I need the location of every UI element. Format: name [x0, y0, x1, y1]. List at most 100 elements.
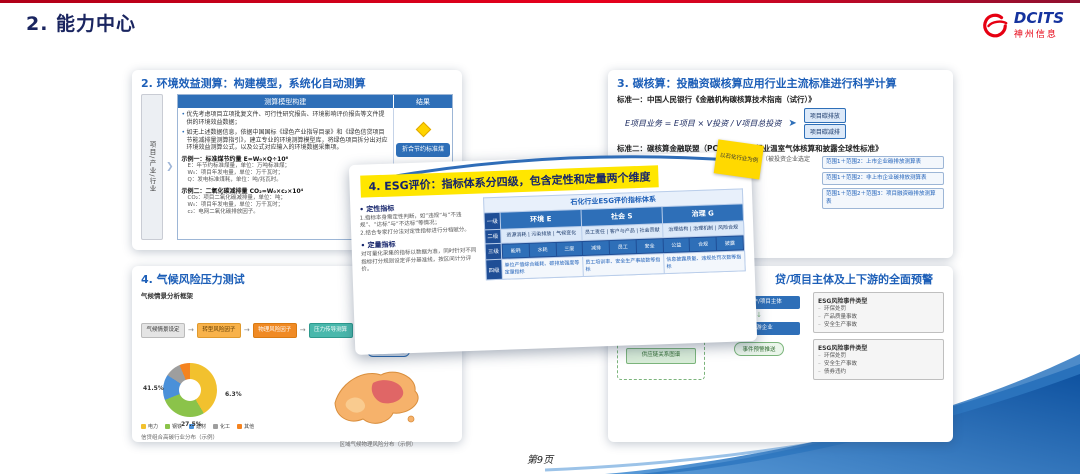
esg-header-social: 社会 S [581, 207, 663, 226]
legend-dot [213, 424, 219, 430]
env-example-line: E：年节约标准煤量，单位：万吨标准煤； [187, 163, 291, 170]
level3-cell: 公益 [663, 237, 690, 252]
logo-sub: 神州信息 [1013, 30, 1058, 40]
carbon-std1-label: 标准一：中国人民银行《金融机构碳核算技术指南（试行）》 [617, 95, 816, 105]
legend-label: 钢铁 [172, 424, 183, 431]
level-label: 四级 [486, 259, 502, 280]
supply-chain-box: 供应链关系图谱 [626, 348, 696, 364]
env-table-header-main: 测算模型构建 [177, 95, 393, 109]
level3-cell: 合规 [690, 237, 717, 251]
env-table-header-result: 结果 [393, 95, 452, 109]
level3-cell: 披露 [716, 236, 744, 251]
esg-event-panel: ESG风险事件类型 环保处罚 产品质量事故 安全生产事故 [813, 292, 944, 334]
carbon-std1-box: 项目碳排放 [803, 108, 846, 124]
esg-table-grid: 一级 环境 E 社会 S 治理 G 二级 资源消耗 | 污染排放 | 气候变化 … [483, 203, 746, 281]
level3-cell: 减排 [582, 240, 610, 255]
diamond-icon [415, 121, 431, 138]
level4-cell: 单位产值综合能耗、碳排放强度等定量指标 [502, 256, 583, 280]
card-esg-risk-warning: 贷/项目主体及上下游的全面预警 舆情/监管数据采集 ↓ 事件分类模型 供应链关系… [608, 266, 953, 442]
esg-dimension-notes: • 定性指标 1.指标本身需定性判断，如“违规”与“不违规”、“达标”与“不达标… [359, 198, 478, 285]
arrow-down-icon: ↓ [756, 311, 762, 320]
esg-indicator-table: 石化行业ESG评价指标体系 一级 环境 E 社会 S 治理 G 二级 资源消耗 … [483, 188, 746, 281]
pie-percent-label: 41.5% [143, 385, 164, 393]
env-example-line: Q：发电标准煤耗，单位：吨/兆瓦时。 [187, 176, 282, 183]
climate-card-title: 4. 气候风险压力测试 [141, 273, 245, 286]
industry-pie-chart [163, 363, 217, 418]
legend-dot [237, 424, 243, 430]
env-scope-label: 项目/产业/行业 [148, 141, 156, 193]
legend-item: 钢铁 [165, 423, 182, 430]
env-scope-label-box: 项目/产业/行业 [141, 94, 163, 241]
flow-box-transmission: 压力传导测算 [308, 322, 353, 338]
env-example-line: CO₂：项目二氧化碳减排量，单位：吨； [187, 194, 286, 201]
level3-cell: 能耗 [502, 243, 529, 258]
panel-item: 环保处罚 [818, 353, 939, 361]
legend-item: 化工 [213, 423, 230, 430]
legend-dot [141, 424, 146, 430]
level4-cell: 信息披露质量、违规处罚次数等指标 [664, 251, 745, 274]
carbon-std1-result-boxes: 项目碳排放 项目碳减排 [803, 107, 846, 140]
carbon-range-box: 范围1＋范围2：上市企业碳排放测算表 [822, 156, 944, 170]
esg-header-env: 环境 E [500, 210, 582, 229]
esg-header-gov: 治理 G [662, 204, 743, 224]
panel-item: 环保处罚 [818, 306, 939, 314]
level3-cell: 安全 [636, 238, 663, 253]
level-label: 二级 [485, 229, 501, 244]
warning-event-panels: ESG风险事件类型 环保处罚 产品质量事故 安全生产事故 ESG风险事件类型 环… [813, 290, 944, 381]
panel-item: 债券违约 [818, 369, 939, 377]
level-label: 三级 [485, 243, 502, 260]
legend-item: 建材 [189, 423, 206, 430]
carbon-standard-1: 标准一：中国人民银行《金融机构碳核算技术指南（试行）》 E项目业务 = E项目 … [617, 94, 944, 140]
carbon-std2-tables: 范围1＋范围2：上市企业碳排放测算表 范围1＋范围2：非上市企业碳排放测算表 范… [822, 156, 944, 209]
example-ribbon: 以石化行业为例 [713, 139, 764, 180]
env-result-box: 折合节约标准煤 [396, 143, 450, 157]
carbon-card-title: 3. 碳核算：投融资碳核算应用行业主流标准进行科学计算 [617, 77, 897, 90]
level4-cell: 员工培训率、安全生产事故数等指标 [583, 253, 664, 277]
env-bullet: 优先考虑项目立项批复文件、可行性研究报告、环境影响评价报告等文件提供的环境效益数… [182, 111, 389, 127]
env-example-line: c₂：电网二氧化碳排放因子。 [187, 208, 259, 215]
logo-brand: DCITS [1013, 9, 1064, 27]
esg-event-panel: ESG风险事件类型 环保处罚 安全生产事故 债券违约 [813, 339, 944, 381]
panel-item: 产品质量事故 [818, 314, 939, 322]
quantitative-line: 对可量化采集的指标以数据为准，同时针对不同指标打分规则设定评分基准线，按区间计分… [360, 247, 477, 273]
carbon-std1-row: E项目业务 = E项目 × V投资 / V项目总投资 ➤ 项目碳排放 项目碳减排 [625, 107, 944, 140]
env-table-main-cell: 优先考虑项目立项批复文件、可行性研究报告、环境影响评价报告等文件提供的环境效益数… [178, 108, 393, 239]
env-example-title: 示例一：标准煤节约量 E=W₀×Q÷10⁶ [181, 156, 289, 164]
arrow-right-icon: → [188, 326, 194, 335]
env-table-row: 优先考虑项目立项批复文件、可行性研究报告、环境影响评价报告等文件提供的环境效益数… [178, 108, 452, 240]
legend-label: 其他 [244, 424, 255, 431]
env-table-header: 测算模型构建 结果 [177, 95, 452, 109]
pie-percent-label: 6.3% [225, 391, 242, 399]
dcits-logo: DCITS 神州信息 [981, 11, 1064, 40]
top-accent-line [0, 0, 1080, 3]
arrow-right-icon: → [243, 326, 250, 335]
env-example-line: W₀：项目年发电量，单位：万千瓦时； [187, 170, 284, 177]
warning-card-body: 舆情/监管数据采集 ↓ 事件分类模型 供应链关系图谱 授信客户/项目主体 ↓ 上… [617, 290, 944, 381]
carbon-range-box: 范围1＋范围2＋范围3：项目融资碳排放测算表 [822, 188, 944, 209]
panel-title: ESG风险事件类型 [818, 345, 868, 353]
carbon-std1-formula: E项目业务 = E项目 × V投资 / V项目总投资 [625, 119, 782, 129]
panel-item: 安全生产事故 [818, 361, 939, 369]
logo-text: DCITS 神州信息 [1013, 9, 1064, 41]
flow-box-physical-risk: 物理风险因子 [252, 322, 297, 338]
carbon-range-box: 范围1＋范围2：非上市企业碳排放测算表 [822, 172, 944, 186]
pie-legend: 电力 钢铁 建材 化工 其他 [141, 423, 293, 430]
env-bullet: 如无上述数据信息，依据中国国标《绿色产业指导目录》和《绿色信贷项目节能减排量测算… [182, 129, 389, 152]
env-example-title: 示例二：二氧化碳减排量 CO₂=W₀×c₂×10⁴ [181, 187, 304, 195]
legend-label: 电力 [148, 424, 159, 431]
chevron-right-icon: ❯ [166, 162, 174, 173]
china-map-section: 区域气候物理风险分布（示例） [303, 363, 453, 448]
climate-framework-subtitle: 气候情景分析框架 [141, 292, 193, 301]
level-label: 一级 [484, 212, 501, 230]
level3-cell: 水耗 [529, 242, 556, 257]
flow-box-scenario: 气候情景设定 [141, 322, 185, 338]
flow-box-transition-risk: 转型风险因子 [196, 322, 241, 338]
esg-card-body: • 定性指标 1.指标本身需定性判断，如“违规”与“不违规”、“达标”与“不达标… [359, 188, 746, 285]
env-card-title: 2. 环境效益测算：构建模型，系统化自动测算 [141, 77, 366, 90]
legend-label: 建材 [196, 424, 207, 431]
page-number: 第9页 [526, 455, 554, 466]
climate-charts-row: 41.5% 27.5% 6.3% 电力 钢铁 建材 化工 其他 信贷组合高碳行业… [141, 363, 453, 448]
env-example-line: W₀：项目年发电量，单位：万千瓦时； [187, 201, 284, 208]
map-caption: 区域气候物理风险分布（示例） [339, 442, 417, 449]
